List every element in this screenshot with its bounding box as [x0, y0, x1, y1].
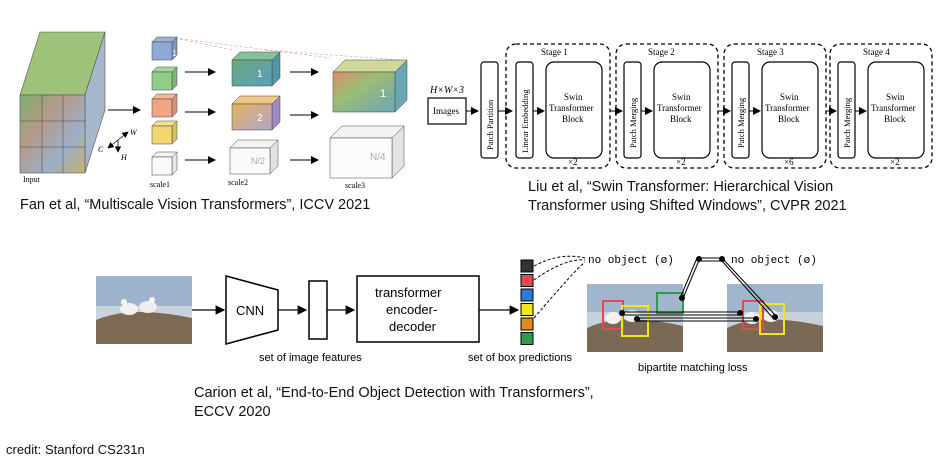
scale3-label: scale3 — [345, 181, 365, 190]
svg-text:1: 1 — [172, 49, 177, 58]
prediction-box-6 — [520, 332, 534, 345]
swin-stage-2-repeat: ×2 — [676, 157, 686, 167]
svg-text:1: 1 — [380, 88, 386, 100]
scale3-cube-1: 1 — [332, 59, 408, 113]
detr-no-object-1: no object (ø) — [588, 255, 674, 267]
swin-block-3-line2: Transformer — [765, 103, 810, 113]
swin-stage-3-frame — [723, 43, 827, 169]
swin-linear-embedding — [515, 61, 534, 159]
detr-transformer-line3: decoder — [389, 319, 437, 334]
detr-cnn-label: CNN — [236, 303, 264, 318]
swin-stage-2-frame — [615, 43, 719, 169]
prediction-box-2 — [520, 274, 534, 287]
detr-feature-bar — [308, 280, 328, 340]
swin-stage-4-label: Stage 4 — [863, 47, 890, 57]
swin-patch-merging-4-label: Patch Merging — [842, 97, 852, 148]
swin-stage-2-label: Stage 2 — [648, 47, 675, 57]
token-cube-2 — [151, 66, 178, 91]
swin-stage-1-repeat: ×2 — [568, 157, 578, 167]
scale2-label: scale2 — [228, 178, 248, 187]
detr-match-photo-2 — [727, 284, 823, 352]
swin-block-1-line3: Block — [562, 114, 584, 124]
swin-block-4 — [867, 61, 925, 159]
detr-prediction-squares — [520, 259, 534, 345]
axis-w-label: W — [130, 128, 138, 137]
swin-stage-4-repeat: ×2 — [890, 157, 900, 167]
swin-block-3-line3: Block — [778, 114, 800, 124]
swin-stage-4-frame — [829, 43, 933, 169]
detr-image-features-label: set of image features — [259, 352, 362, 364]
swin-patch-merging-3 — [731, 61, 750, 159]
scale2-cube-n2: N/2 — [229, 139, 279, 175]
swin-block-1 — [545, 61, 603, 159]
swin-stage-3-label: Stage 3 — [757, 47, 784, 57]
token-cube-n — [151, 151, 178, 176]
detr-no-object-curves — [533, 255, 586, 319]
token-cube-1: 1 — [151, 36, 178, 61]
detr-input-photo — [96, 276, 192, 344]
swin-block-2 — [653, 61, 711, 159]
prediction-box-1 — [520, 259, 534, 273]
detr-no-object-2: no object (ø) — [731, 255, 817, 267]
detr-matching-lines — [622, 257, 777, 322]
axes-indicator — [107, 131, 129, 153]
swin-block-1-line2: Transformer — [549, 103, 594, 113]
prediction-box-4 — [520, 303, 534, 316]
prediction-box-3 — [520, 288, 534, 302]
swin-stage-1-frame — [505, 43, 611, 169]
mvit-caption: Fan et al, “Multiscale Vision Transforme… — [20, 197, 371, 213]
swin-block-1-line1: Swin — [564, 92, 583, 102]
detr-transformer-line2: encoder- — [386, 302, 437, 317]
svg-text:2: 2 — [257, 113, 263, 124]
swin-images-box — [427, 97, 467, 125]
swin-stage-3-repeat: ×6 — [784, 157, 794, 167]
swin-patch-partition-label: Patch Partition — [485, 99, 495, 150]
scale2-cube-2: 2 — [231, 95, 281, 131]
svg-text:N/2: N/2 — [251, 156, 265, 166]
axis-h-label: H — [120, 153, 128, 162]
detr-matching-dots — [619, 256, 778, 322]
token-cube-3 — [151, 93, 178, 118]
swin-block-2-line2: Transformer — [657, 103, 702, 113]
prediction-box-5 — [520, 317, 534, 331]
swin-linear-embedding-label: Linear Embedding — [520, 89, 530, 153]
detr-transformer-line1: transformer — [375, 285, 442, 300]
input-label: Input — [23, 175, 41, 184]
swin-block-4-line3: Block — [884, 114, 906, 124]
projection-lines — [174, 37, 401, 61]
swin-block-2-line1: Swin — [672, 92, 691, 102]
swin-patch-merging-2 — [623, 61, 642, 159]
scale3-cube-n4: N/4 — [329, 125, 405, 179]
scale1-label: scale1 — [150, 180, 170, 189]
swin-caption-line1: Liu et al, “Swin Transformer: Hierarchic… — [528, 179, 834, 195]
scale2-cube-1: 1 — [231, 51, 281, 87]
swin-block-3 — [761, 61, 819, 159]
detr-transformer-box — [356, 275, 480, 343]
detr-box-predictions-label: set of box predictions — [468, 352, 572, 364]
swin-block-3-line1: Swin — [780, 92, 799, 102]
svg-text:N/4: N/4 — [370, 152, 386, 163]
input-image-volume — [19, 31, 106, 174]
detr-caption-line1: Carion et al, “End-to-End Object Detecti… — [194, 385, 594, 401]
swin-block-4-line2: Transformer — [871, 103, 916, 113]
axis-c-label: C — [98, 145, 104, 154]
swin-patch-merging-3-label: Patch Merging — [736, 97, 746, 148]
svg-text:1: 1 — [257, 69, 263, 80]
detr-cnn-block — [225, 275, 279, 345]
swin-caption-line2: Transformer using Shifted Windows”, CVPR… — [528, 198, 847, 214]
swin-images-label: Images — [433, 106, 459, 116]
swin-block-2-line3: Block — [670, 114, 692, 124]
credit-text: credit: Stanford CS231n — [6, 442, 145, 457]
swin-stage-1-label: Stage 1 — [541, 47, 568, 57]
swin-block-4-line1: Swin — [886, 92, 905, 102]
detr-caption-line2: ECCV 2020 — [194, 404, 271, 420]
swin-input-dims: H×W×3 — [429, 85, 464, 96]
swin-patch-partition — [480, 61, 499, 159]
swin-patch-merging-2-label: Patch Merging — [628, 97, 638, 148]
token-cube-4 — [151, 120, 178, 145]
swin-patch-merging-4 — [837, 61, 856, 159]
detr-bipartite-label: bipartite matching loss — [638, 362, 748, 374]
